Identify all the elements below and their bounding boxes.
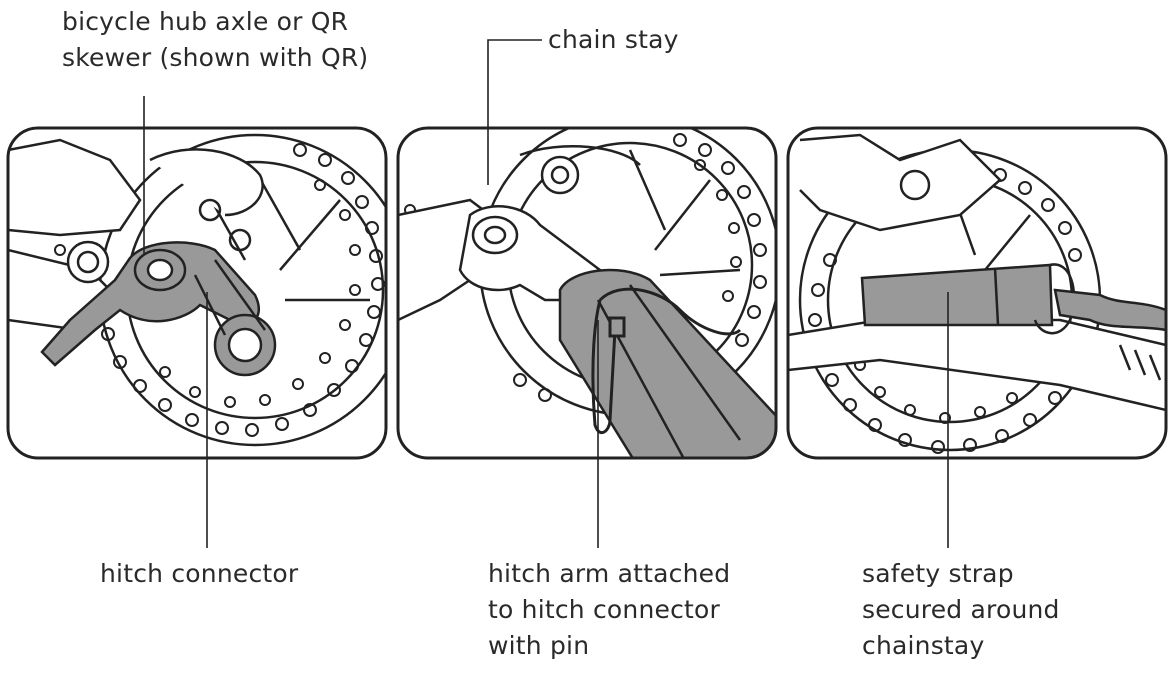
- chainstay-3: [788, 318, 1166, 412]
- label-safety-strap: safety strap secured around chainstay: [862, 556, 1060, 664]
- caliper-1: [8, 138, 142, 237]
- pin-clip: [591, 287, 742, 435]
- leader-chain-stay: [487, 39, 542, 185]
- label-hitch-arm-line-3: with pin: [488, 631, 590, 660]
- label-chain-stay: chain stay: [548, 25, 679, 54]
- label-hitch-connector: hitch connector: [100, 559, 299, 588]
- label-hitch-arm-line-2: to hitch connector: [488, 595, 721, 624]
- safety-strap-part: [860, 263, 1166, 335]
- label-hub-axle: bicycle hub axle or QR skewer (shown wit…: [62, 4, 368, 76]
- panel-hitch-arm: [396, 126, 778, 460]
- label-hub-axle-line-1: bicycle hub axle or QR: [62, 7, 349, 36]
- panel-safety-strap: [786, 126, 1168, 460]
- panel-hub-connector: [6, 126, 388, 460]
- leader-lines: [143, 39, 949, 548]
- label-hub-axle-line-2: skewer (shown with QR): [62, 43, 369, 72]
- label-safety-strap-line-1: safety strap: [862, 559, 1014, 588]
- label-safety-strap-line-3: chainstay: [862, 631, 985, 660]
- label-hitch-arm-line-1: hitch arm attached: [488, 559, 731, 588]
- label-hitch-arm: hitch arm attached to hitch connector wi…: [488, 556, 730, 664]
- hitch-connector-part: [40, 241, 277, 377]
- label-safety-strap-line-2: secured around: [862, 595, 1060, 624]
